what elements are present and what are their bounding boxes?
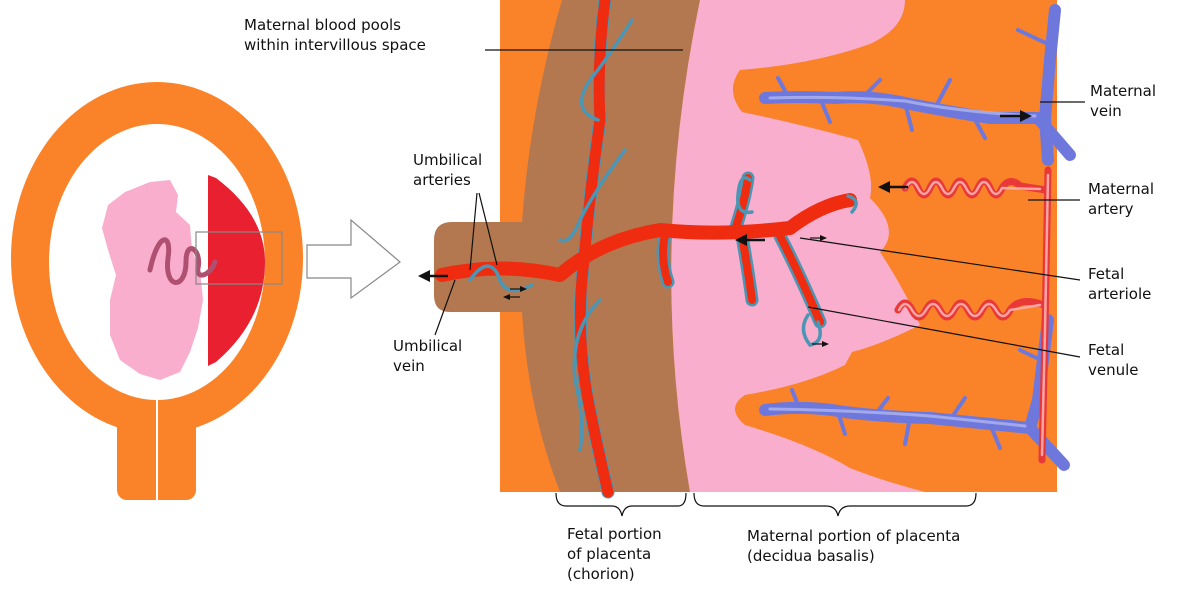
- label-maternal-portion: Maternal portion of placenta (decidua ba…: [747, 526, 960, 566]
- fetal-bracket: [556, 493, 686, 516]
- uterus-overview: [11, 82, 303, 500]
- label-maternal-artery: Maternal artery: [1088, 179, 1154, 219]
- maternal-bracket: [694, 493, 976, 516]
- label-umbilical-vein: Umbilical vein: [393, 336, 462, 376]
- label-fetal-portion: Fetal portion of placenta (chorion): [567, 524, 662, 584]
- label-fetal-venule: Fetal venule: [1088, 340, 1139, 380]
- brackets: [556, 493, 976, 516]
- zoom-arrow: [307, 220, 400, 298]
- label-maternal-vein: Maternal vein: [1090, 81, 1156, 121]
- label-maternal-blood-pools: Maternal blood pools within intervillous…: [244, 15, 426, 55]
- label-fetal-arteriole: Fetal arteriole: [1088, 264, 1151, 304]
- label-umbilical-arteries: Umbilical arteries: [413, 150, 482, 190]
